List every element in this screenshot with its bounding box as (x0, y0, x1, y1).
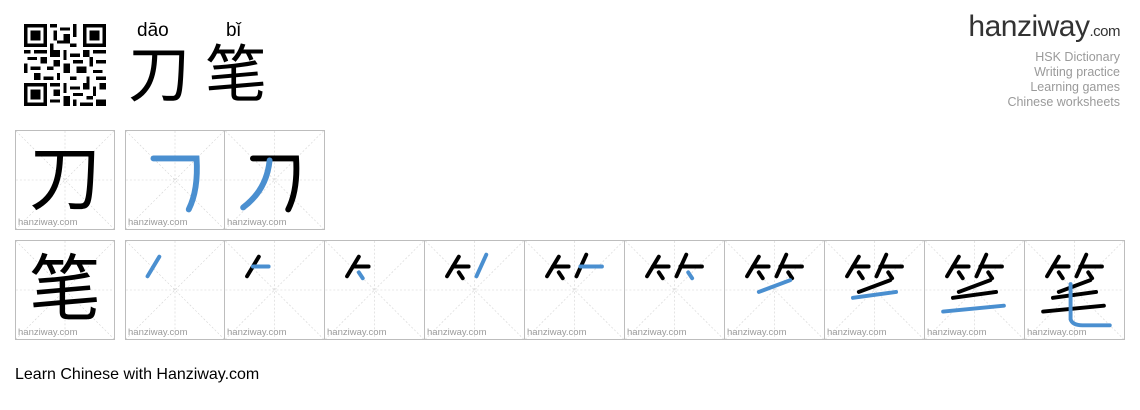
guide-grid (225, 131, 324, 229)
stroke-diagram (1041, 252, 1112, 328)
guide-grid (625, 241, 724, 339)
guide-grid (925, 241, 1024, 339)
stroke-diagram (745, 252, 804, 294)
stroke-diagram (845, 252, 904, 300)
stroke-order-row-bi: 笔 hanziway.com hanziway.com hanziway.com… (15, 240, 1125, 340)
guide-grid (225, 241, 324, 339)
guide-grid (1025, 241, 1124, 339)
guide-grid (425, 241, 524, 339)
watermark: hanziway.com (1027, 327, 1087, 338)
guide-grid (725, 241, 824, 339)
full-character-cell: 刀 hanziway.com (15, 130, 115, 230)
guide-grid (325, 241, 424, 339)
guide-grid (825, 241, 924, 339)
guide-grid (16, 131, 114, 229)
watermark: hanziway.com (18, 217, 78, 228)
stroke-step-cell: hanziway.com (525, 240, 625, 340)
stroke-diagram (941, 252, 1006, 314)
watermark: hanziway.com (527, 327, 587, 338)
stroke-step-cell: hanziway.com (425, 240, 525, 340)
stroke-order-row-dao: 刀 hanziway.com hanziway.com hanziway.com (15, 130, 325, 230)
link-writing-practice[interactable]: Writing practice (1034, 65, 1120, 79)
watermark: hanziway.com (827, 327, 887, 338)
watermark: hanziway.com (727, 327, 787, 338)
stroke-diagram (345, 254, 371, 281)
guide-grid (126, 241, 224, 339)
watermark: hanziway.com (128, 217, 188, 228)
qr-code (24, 24, 106, 106)
stroke-step-cell: hanziway.com (825, 240, 925, 340)
stroke-step-cell: hanziway.com (625, 240, 725, 340)
stroke-diagram (245, 254, 271, 279)
stroke-step-cell: hanziway.com (225, 130, 325, 230)
footer-text: Learn Chinese with Hanziway.com (15, 366, 260, 383)
brand-links: HSK Dictionary Writing practice Learning… (968, 50, 1120, 110)
link-hsk-dictionary[interactable]: HSK Dictionary (1035, 50, 1120, 64)
watermark: hanziway.com (18, 327, 78, 338)
stroke-diagram (145, 254, 162, 279)
watermark: hanziway.com (227, 217, 287, 228)
stroke-step-cell: hanziway.com (125, 240, 225, 340)
watermark: hanziway.com (927, 327, 987, 338)
stroke-diagram (545, 252, 604, 281)
site-logo[interactable]: hanziway.com (968, 10, 1120, 43)
watermark: hanziway.com (627, 327, 687, 338)
full-character-cell: 笔 hanziway.com (15, 240, 115, 340)
watermark: hanziway.com (227, 327, 287, 338)
stroke-diagram (645, 252, 704, 281)
stroke-step-cell: hanziway.com (325, 240, 425, 340)
guide-grid (525, 241, 624, 339)
guide-grid (126, 131, 224, 229)
stroke-step-cell: hanziway.com (725, 240, 825, 340)
guide-grid (16, 241, 114, 339)
stroke-diagram (445, 252, 489, 281)
title-hanzi-2: 笔 (205, 38, 268, 111)
link-learning-games[interactable]: Learning games (1030, 80, 1120, 94)
link-chinese-worksheets[interactable]: Chinese worksheets (1007, 95, 1120, 109)
stroke-step-cell: hanziway.com (1025, 240, 1125, 340)
stroke-step-cell: hanziway.com (125, 130, 225, 230)
watermark: hanziway.com (128, 327, 188, 338)
pinyin-1: dāo (137, 20, 169, 41)
full-character: 笔 (28, 247, 101, 331)
stroke-step-cell: hanziway.com (225, 240, 325, 340)
brand-block: hanziway.com HSK Dictionary Writing prac… (968, 10, 1120, 110)
stroke-step-cell: hanziway.com (925, 240, 1025, 340)
full-character: 刀 (28, 137, 101, 221)
title-hanzi-1: 刀 (128, 38, 191, 111)
watermark: hanziway.com (427, 327, 487, 338)
pinyin-2: bǐ (226, 20, 241, 41)
watermark: hanziway.com (327, 327, 387, 338)
